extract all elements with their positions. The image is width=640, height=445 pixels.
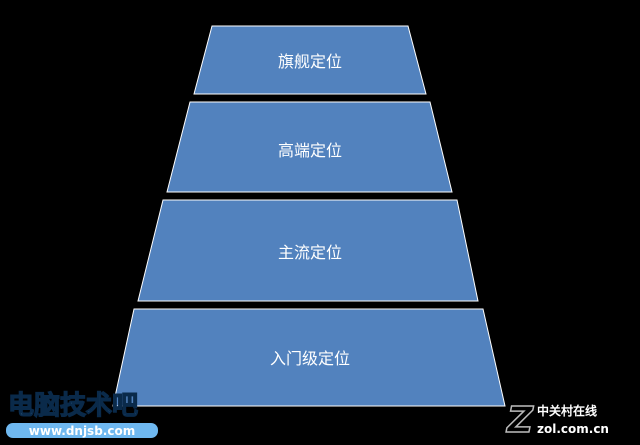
tier-entry-level-shape [112, 308, 506, 407]
tier-high-end-label: 高端定位 [278, 141, 342, 160]
watermark-left-url-bar [6, 423, 158, 438]
tier-entry-level: 入门级定位 [112, 308, 506, 407]
tier-high-end: 高端定位 [166, 101, 453, 193]
watermark-right-domain: zol.com.cn [537, 422, 609, 436]
tier-entry-level-label: 入门级定位 [270, 349, 350, 368]
tier-mainstream-shape [137, 199, 479, 302]
tier-flagship: 旗舰定位 [193, 25, 427, 95]
watermark-left-title: 电脑技术吧 [8, 391, 138, 421]
watermark-left-url: www.dnjsb.com [29, 424, 135, 438]
watermark-left: 电脑技术吧 www.dnjsb.com [6, 390, 158, 438]
tier-mainstream: 主流定位 [137, 199, 479, 302]
zol-logo-icon: Z [506, 400, 534, 441]
tier-flagship-label: 旗舰定位 [278, 52, 342, 71]
watermark-right-cn: 中关村在线 [537, 403, 597, 418]
tier-mainstream-label: 主流定位 [278, 243, 342, 262]
tier-flagship-shape [193, 25, 427, 95]
tier-high-end-shape [166, 101, 453, 193]
watermark-right: Z 中关村在线 zol.com.cn [505, 399, 609, 442]
